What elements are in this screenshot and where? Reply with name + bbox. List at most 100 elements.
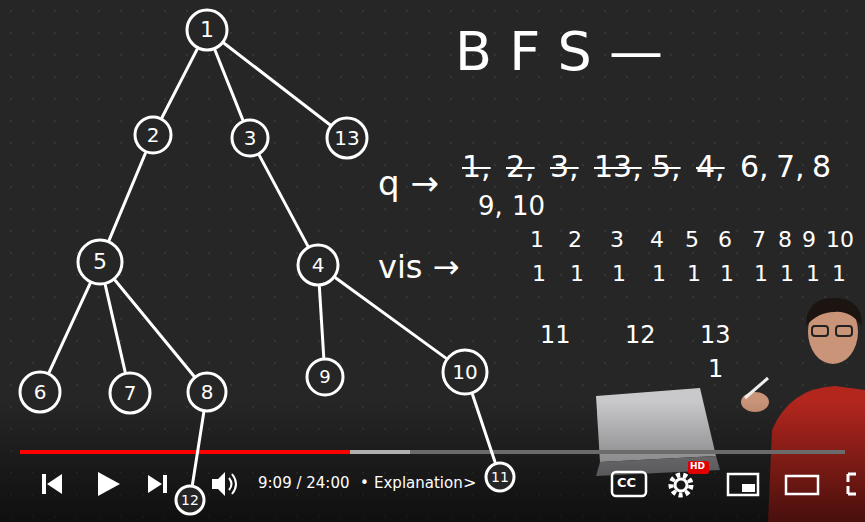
node-circle: [176, 486, 204, 514]
queue-label: q →: [378, 165, 439, 202]
visited-value: 1: [708, 356, 723, 382]
visited-value: 1: [806, 262, 820, 286]
node-circle: [187, 10, 227, 50]
node-number: 9: [319, 368, 330, 386]
theater-icon: [786, 476, 818, 494]
visited-index: 10: [826, 228, 854, 252]
next-icon: [163, 475, 167, 493]
queue-item: 10: [512, 192, 545, 221]
node-circle: [78, 240, 122, 284]
volume-icon: [232, 474, 236, 494]
visited-value: 1: [532, 262, 546, 286]
glasses: [836, 326, 852, 336]
progress-buffer: [20, 450, 410, 454]
node-number: 4: [312, 255, 325, 275]
tree-edge: [192, 413, 203, 484]
tree-node: 3: [230, 118, 270, 158]
queue-item: 6,: [740, 150, 769, 183]
visited-index: 1: [530, 228, 544, 252]
node-circle: [20, 372, 60, 412]
node-number: 8: [201, 382, 214, 402]
miniplayer-icon: [742, 484, 755, 492]
board-title: B F S —: [455, 22, 663, 81]
prev-icon: [42, 474, 46, 494]
node-number: 2: [147, 125, 160, 145]
visited-value: 1: [570, 262, 584, 286]
tree-node: 7: [108, 371, 152, 415]
gear-icon: [675, 479, 687, 491]
visited-index: 3: [610, 228, 624, 252]
tree-edge: [259, 156, 307, 246]
progress-track: [20, 450, 845, 454]
node-circle: [110, 373, 150, 413]
visited-value: 1: [652, 262, 666, 286]
queue-item: 1,: [462, 150, 491, 183]
node-number: 1: [200, 19, 214, 41]
tree-node: 9: [305, 357, 345, 397]
visited-index: 9: [802, 228, 816, 252]
tree-edge: [105, 285, 125, 371]
node-number: 11: [491, 470, 509, 484]
volume-icon: [212, 472, 225, 496]
queue-item: 8: [812, 150, 831, 183]
node-circle: [307, 359, 343, 395]
queue-item: 9,: [478, 192, 503, 221]
node-circle: [443, 350, 487, 394]
tree-edge: [473, 395, 495, 462]
visited-value: 1: [720, 262, 734, 286]
visited-index: 8: [778, 228, 792, 252]
visited-index: 11: [540, 322, 571, 348]
player-icons: [42, 461, 856, 496]
tree-node: 5: [76, 238, 124, 286]
node-number: 12: [181, 493, 199, 507]
hd-badge-text: HD: [690, 462, 705, 472]
next-icon: [148, 475, 162, 493]
queue-item: 13,: [594, 150, 642, 183]
node-number: 10: [452, 362, 477, 382]
node-circle: [232, 120, 268, 156]
queue-item: 3,: [550, 150, 579, 183]
node-number: 5: [93, 251, 107, 273]
node-number: 6: [34, 382, 47, 402]
visited-index: 2: [568, 228, 582, 252]
tree-node: 13: [325, 116, 369, 160]
volume-icon: [229, 478, 232, 490]
chapter-arrow: >: [463, 474, 476, 492]
queue-item: 4,: [696, 150, 725, 183]
hd-badge: [688, 461, 709, 474]
control-shade: [0, 400, 865, 522]
node-number: 3: [244, 128, 257, 148]
tree-node: 11: [484, 461, 516, 493]
glasses: [812, 326, 828, 336]
caption-button: CC: [617, 476, 636, 490]
video-time: 9:09 / 24:00: [258, 475, 350, 492]
node-number: 7: [124, 383, 137, 403]
chapter-name: Explanation: [374, 475, 463, 492]
visited-index: 4: [650, 228, 664, 252]
node-circle: [486, 463, 514, 491]
miniplayer-icon: [728, 474, 758, 495]
pen: [745, 378, 768, 398]
node-circle: [135, 117, 171, 153]
queue-item: 7,: [776, 150, 805, 183]
visited-label: vis →: [378, 250, 459, 285]
prev-icon: [47, 474, 62, 494]
node-circle: [188, 373, 226, 411]
play-icon: [98, 472, 120, 496]
visited-value: 1: [780, 262, 794, 286]
tree-edge: [109, 153, 145, 239]
tree-edge: [224, 43, 329, 124]
tree-node: 12: [174, 484, 206, 516]
fullscreen-icon: [848, 474, 856, 494]
tree-edge: [319, 287, 323, 357]
node-circle: [298, 245, 338, 285]
tree-edge: [336, 278, 446, 358]
tree-node: 1: [185, 8, 229, 52]
visited-index: 7: [752, 228, 766, 252]
tree-edge: [49, 284, 90, 372]
visited-index: 13: [700, 322, 731, 348]
visited-index: 5: [685, 228, 699, 252]
